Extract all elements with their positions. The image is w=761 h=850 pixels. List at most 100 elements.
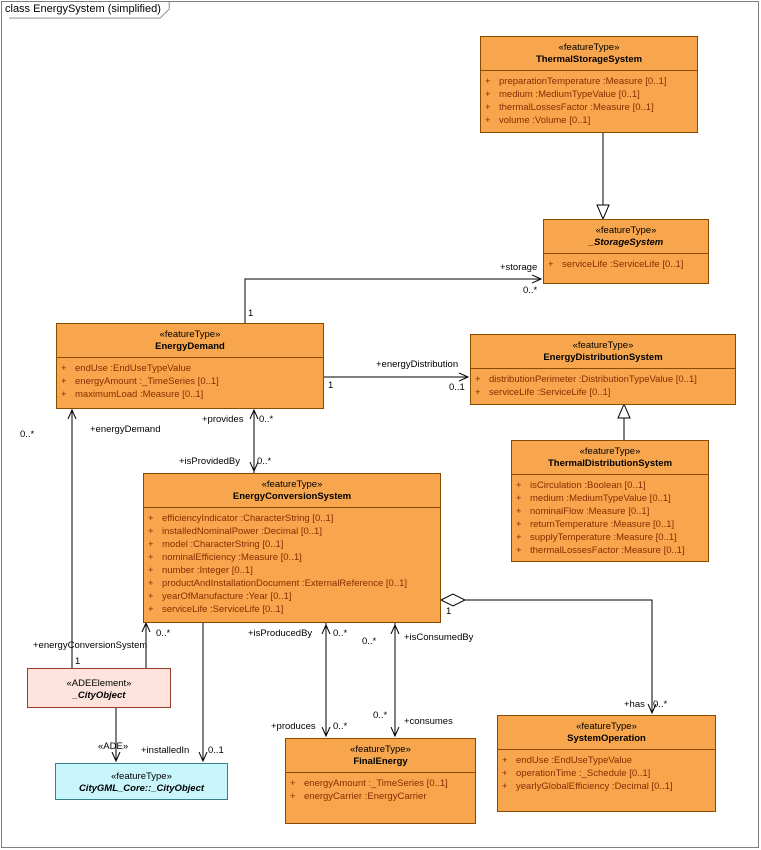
visibility-marker: + [148,552,154,563]
visibility-marker: + [485,89,491,100]
multiplicity-provides: 0..* [259,414,274,425]
class-thermal-distribution-system[interactable]: «featureType» ThermalDistributionSystem … [511,440,709,562]
visibility-marker: + [148,591,154,602]
class-name: ThermalStorageSystem [535,54,643,65]
class-name: _CityObject [72,690,126,701]
role-consumes: +consumes [404,716,453,727]
role-energy-demand: +energyDemand [90,424,161,435]
attribute: +thermalLossesFactor :Measure [0..1] [516,545,685,556]
class-name: ThermalDistributionSystem [547,458,673,469]
stereotype-label: «featureType» [572,340,634,351]
aggregation-system-operation [439,593,652,713]
visibility-marker: + [290,778,296,789]
diagram-frame-tab [8,1,170,19]
attribute: +medium :MediumTypeValue [0..1] [516,493,671,504]
attribute: +operationTime :_Schedule [0..1] [502,768,651,779]
attribute: +serviceLife :ServiceLife [0..1] [475,387,611,398]
visibility-marker: + [516,493,522,504]
ade-dependency-label: «ADE» [98,741,129,752]
stereotype-label: «featureType» [576,721,637,732]
role-is-consumed-by: +isConsumedBy [404,632,474,643]
visibility-marker: + [516,545,522,556]
attribute: +returnTemperature :Measure [0..1] [516,519,675,530]
role-has: +has [624,699,645,710]
stereotype-label: «featureType» [579,446,641,457]
stereotype-label: «ADEElement» [66,678,132,689]
visibility-marker: + [61,363,67,374]
role-is-produced-by: +isProducedBy [248,628,313,639]
visibility-marker: + [148,578,154,589]
class-name: EnergyDemand [155,341,225,352]
visibility-marker: + [148,526,154,537]
attribute: +number :Integer [0..1] [148,565,253,576]
attribute: +yearOfManufacture :Year [0..1] [148,591,292,602]
visibility-marker: + [502,768,508,779]
attribute: +model :CharacterString [0..1] [148,539,284,550]
class-energy-distribution-system[interactable]: «featureType» EnergyDistributionSystem +… [470,334,736,405]
attribute: +nominalFlow :Measure [0..1] [516,506,650,517]
multiplicity-demand-left: 0..* [20,429,35,440]
visibility-marker: + [61,389,67,400]
stereotype-label: «featureType» [558,42,620,53]
class-final-energy[interactable]: «featureType» FinalEnergy +energyAmount … [285,738,476,824]
stereotype-label: «featureType» [159,329,221,340]
class-energy-demand[interactable]: «featureType» EnergyDemand +endUse :EndU… [56,323,324,409]
association-storage [244,279,541,323]
attribute: +energyAmount :_TimeSeries [0..1] [61,376,219,387]
class-name: _StorageSystem [588,237,664,248]
visibility-marker: + [485,115,491,126]
class-storage-system[interactable]: «featureType» _StorageSystem +serviceLif… [543,219,709,284]
role-energy-conversion-system: +energyConversionSystem [33,640,148,651]
visibility-marker: + [516,506,522,517]
attribute: +energyCarrier :EnergyCarrier [290,791,427,802]
visibility-marker: + [148,539,154,550]
visibility-marker: + [61,376,67,387]
multiplicity-is-consumed-by: 0..* [362,636,377,647]
visibility-marker: + [475,387,481,398]
class-system-operation[interactable]: «featureType» SystemOperation +endUse :E… [497,715,716,812]
stereotype-label: «featureType» [261,479,323,490]
multiplicity-is-provided-by: 0..* [257,456,272,467]
visibility-marker: + [148,604,154,615]
visibility-marker: + [485,76,491,87]
class-name: EnergyDistributionSystem [543,352,663,363]
class-energy-conversion-system[interactable]: «featureType» EnergyConversionSystem +ef… [143,473,441,623]
multiplicity-conversion-system: 0..* [156,628,171,639]
class-ade-city-object[interactable]: «ADEElement» _CityObject [27,668,171,708]
multiplicity-distribution-source: 1 [328,380,334,391]
attribute: +maximumLoad :Measure [0..1] [61,389,204,400]
class-name: EnergyConversionSystem [232,491,352,502]
attribute: +energyAmount :_TimeSeries [0..1] [290,778,448,789]
visibility-marker: + [148,513,154,524]
attribute: +efficiencyIndicator :CharacterString [0… [148,513,334,524]
attribute: +nominalEfficiency :Measure [0..1] [148,552,302,563]
class-citygml-core-city-object[interactable]: «featureType» CityGML_Core::_CityObject [55,763,228,800]
attribute: +productAndInstallationDocument :Externa… [148,578,408,589]
multiplicity-aggregation: 1 [446,606,452,617]
multiplicity-is-produced-by: 0..* [333,628,348,639]
generalization-thermal-storage [596,133,610,221]
attribute: +isCirculation :Boolean [0..1] [516,480,646,491]
stereotype-label: «featureType» [350,744,411,755]
multiplicity-storage: 0..* [523,285,538,296]
role-installed-in: +installedIn [141,745,190,756]
visibility-marker: + [485,102,491,113]
attribute: +supplyTemperature :Measure [0..1] [516,532,677,543]
role-storage: +storage [500,262,538,273]
attribute: +volume :Volume [0..1] [485,115,591,126]
visibility-marker: + [548,259,554,270]
visibility-marker: + [502,755,508,766]
multiplicity-has: 0..* [653,699,668,710]
visibility-marker: + [148,565,154,576]
multiplicity-storage-source: 1 [248,308,254,319]
class-name: SystemOperation [567,733,646,744]
visibility-marker: + [475,374,481,385]
class-thermal-storage-system[interactable]: «featureType» ThermalStorageSystem +prep… [480,36,698,133]
multiplicity-city-object: 1 [75,656,81,667]
visibility-marker: + [516,519,522,530]
class-name: FinalEnergy [353,756,408,767]
attribute: +medium :MediumTypeValue [0..1] [485,89,640,100]
stereotype-label: «featureType» [111,771,172,782]
attribute: +distributionPerimeter :DistributionType… [475,374,697,385]
attribute: +endUse :EndUseTypeValue [61,363,192,374]
